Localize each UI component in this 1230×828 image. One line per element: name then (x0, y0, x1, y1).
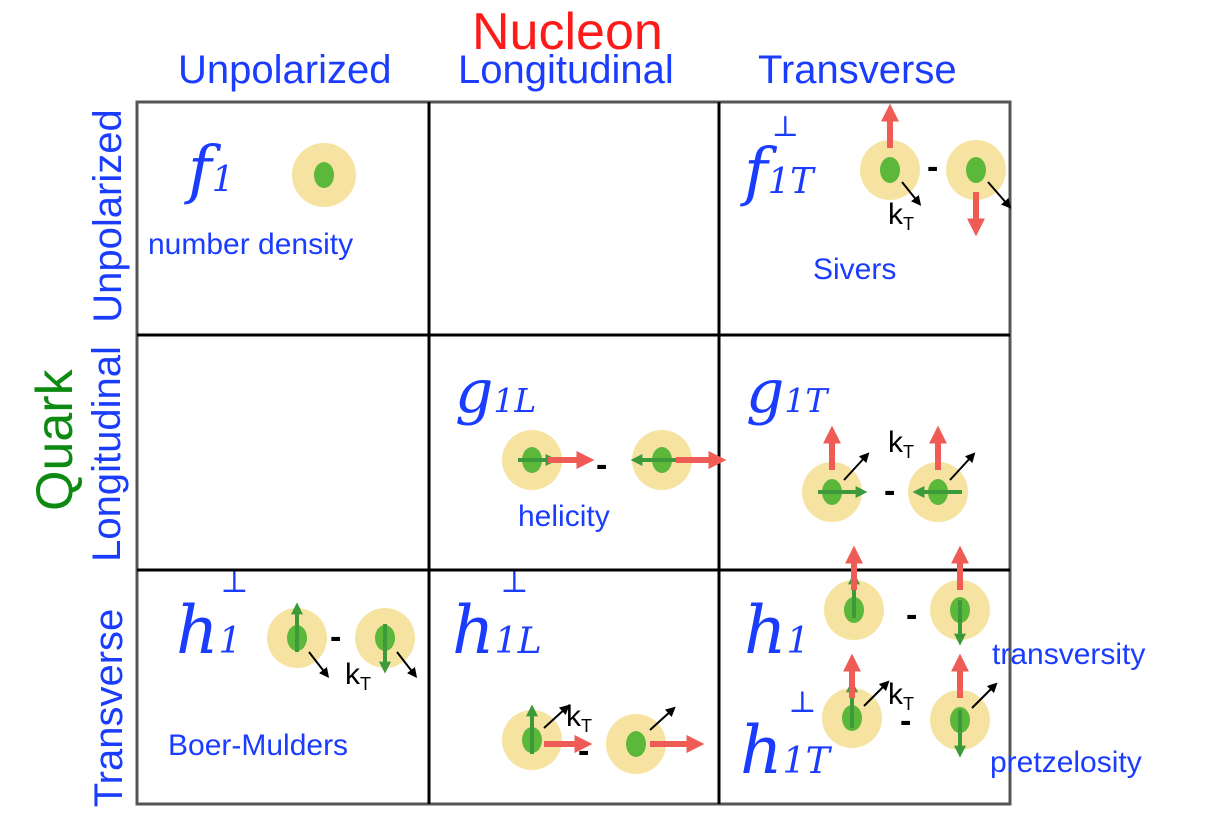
nucleon-glyph-transversity-left (824, 545, 884, 640)
symbol-h1T-perp: h⊥1T (740, 685, 830, 789)
kt-label-pretzelosity: kT (888, 678, 914, 715)
caption-sivers: Sivers (813, 253, 897, 286)
nucleon-glyph-h1L-right (606, 706, 705, 774)
nucleon-glyph-h1L-left (502, 704, 593, 770)
col-header-longitudinal: Longitudinal (458, 48, 674, 92)
minus-sivers: - (927, 148, 939, 186)
nucleon-glyph-boer-mulders-right (355, 608, 418, 678)
symbol-f1T-perp: f⊥1T (744, 109, 814, 209)
caption-helicity: helicity (518, 500, 610, 533)
kt-label-boer-mulders: kT (345, 658, 371, 695)
nucleon-glyph-boer-mulders-left (267, 602, 330, 678)
kt-label-h1L: kT (566, 700, 592, 737)
col-header-transverse: Transverse (758, 48, 957, 92)
minus-pretzelosity: - (900, 702, 912, 740)
nucleon-glyph-helicity-left (502, 430, 595, 490)
symbol-h1-perp: h⊥1 (176, 565, 249, 669)
minus-g1T: - (884, 472, 896, 510)
caption-boer-mulders: Boer-Mulders (168, 729, 349, 762)
col-header-unpolarized: Unpolarized (178, 48, 392, 92)
kt-label-g1T: kT (888, 426, 914, 463)
symbol-g1T: g1T (746, 357, 828, 427)
kt-label-sivers: kT (888, 198, 914, 235)
nucleon-glyph-sivers-left (860, 103, 922, 206)
minus-helicity: - (596, 446, 608, 484)
caption-transversity: transversity (992, 638, 1146, 671)
grid-border (135, 100, 1012, 806)
symbol-h1: h1 (744, 592, 810, 669)
symbol-f1: f1 (188, 133, 235, 207)
minus-transversity: - (906, 596, 918, 634)
nucleon-glyph-pretzelosity-right (930, 653, 998, 758)
nucleon-glyph-f1 (292, 143, 356, 207)
nucleon-title: Nucleon (472, 3, 663, 61)
nucleon-glyph-pretzelosity-left (822, 653, 890, 748)
symbol-h1L-perp: h⊥1L (452, 565, 542, 669)
nucleon-glyph-g1T-left (802, 425, 870, 522)
nucleon-glyph-transversity-right (930, 545, 990, 646)
nucleon-glyph-helicity-right (630, 430, 727, 490)
nucleon-glyph-sivers-right (946, 140, 1012, 237)
nucleon-glyph-g1T-right (908, 425, 976, 522)
caption-number-density: number density (148, 228, 354, 261)
caption-pretzelosity: pretzelosity (990, 746, 1142, 779)
symbol-g1L: g1L (455, 357, 537, 427)
minus-boer-mulders: - (330, 618, 342, 656)
